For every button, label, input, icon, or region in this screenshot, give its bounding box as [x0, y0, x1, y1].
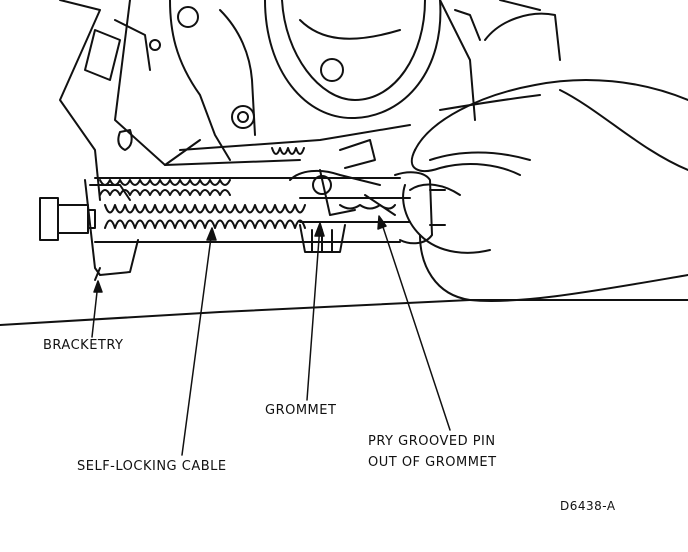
self-locking-cable-assembly [39, 139, 446, 281]
label-self-locking-cable: SELF-LOCKING CABLE [77, 459, 227, 474]
label-grommet: GROMMET [265, 403, 337, 418]
label-pry-grooved-pin-line1: PRY GROOVED PIN [368, 434, 496, 449]
throttle-body [59, 0, 561, 201]
surface-line [0, 299, 471, 326]
label-bracketry: BRACKETRY [43, 338, 124, 353]
leader-line-pry-grooved-pin [379, 217, 451, 431]
leader-line-self-locking-cable [181, 229, 213, 456]
hand-illustration [402, 79, 688, 302]
leader-arrowheads [93, 215, 387, 293]
label-pry-grooved-pin-line2: OUT OF GROMMET [368, 455, 497, 470]
figure-id: D6438-A [560, 499, 616, 513]
leader-line-grommet [306, 224, 321, 401]
leader-lines [91, 217, 451, 456]
